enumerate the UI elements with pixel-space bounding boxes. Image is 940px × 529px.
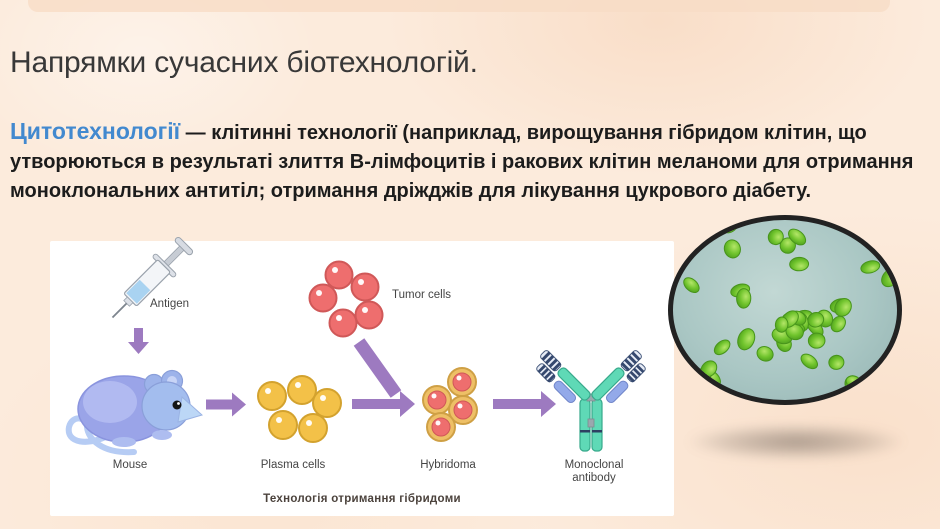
lead-term: Цитотехнології xyxy=(10,118,181,144)
hybridoma-label: Hybridoma xyxy=(420,459,476,471)
monoclonal-line2: antibody xyxy=(572,472,616,484)
antigen-label: Antigen xyxy=(150,298,190,310)
tumor-cells-icon xyxy=(308,260,384,338)
diagram-artwork xyxy=(65,236,646,456)
slide-title: Напрямки сучасних біотехнологій. xyxy=(10,46,478,80)
hybridoma-diagram: Antigen Tumor cells Mouse Plasma cells H… xyxy=(50,236,674,516)
hybridoma-icon xyxy=(422,367,478,442)
micrograph-shadow xyxy=(688,424,904,460)
arrow-diagonal-icon xyxy=(353,338,402,398)
monoclonal-antibody-label: Monoclonal antibody xyxy=(546,459,642,485)
syringe-icon xyxy=(111,236,194,319)
tumor-cells-label: Tumor cells xyxy=(392,289,451,301)
mouse-icon xyxy=(65,369,204,456)
background-accent-strip xyxy=(28,0,890,12)
arrow-down-icon xyxy=(128,328,149,354)
mouse-label: Mouse xyxy=(112,459,148,471)
antibody-icon xyxy=(536,350,646,452)
micrograph-image xyxy=(668,215,902,405)
arrow-right-icon-2 xyxy=(352,391,415,417)
separator-dash: — xyxy=(180,122,212,144)
diagram-caption: Технологія отримання гібридоми xyxy=(263,493,461,505)
plasma-cells-icon xyxy=(257,375,342,443)
body-text: клітинні технології (наприклад, вирощува… xyxy=(10,122,914,202)
monoclonal-line1: Monoclonal xyxy=(564,459,624,471)
arrow-right-icon-3 xyxy=(493,391,556,417)
arrow-right-icon-1 xyxy=(206,392,246,417)
plasma-cells-label: Plasma cells xyxy=(260,459,326,471)
body-paragraph: Цитотехнології — клітинні технології (на… xyxy=(10,117,932,206)
micrograph-cells xyxy=(674,220,897,392)
